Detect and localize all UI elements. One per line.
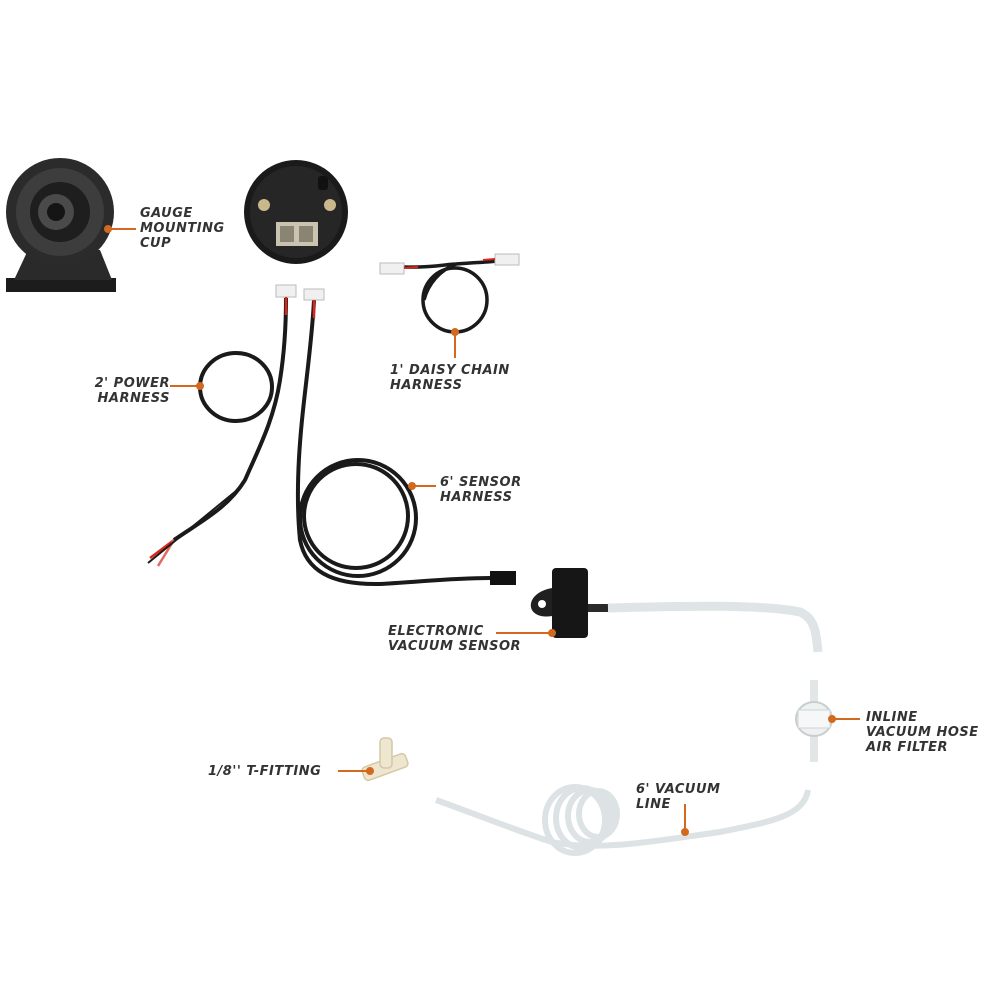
daisy-chain-connectors <box>379 253 520 275</box>
gauge-back-icon <box>244 160 348 264</box>
power-harness-cable-icon <box>147 297 288 567</box>
daisy-chain-cable-icon <box>403 258 506 334</box>
filter-icon <box>795 680 833 762</box>
power-connector <box>275 284 297 298</box>
t-fitting-icon <box>361 737 409 782</box>
t-fitting-label: 1/8'' T-FITTING <box>208 764 322 779</box>
sensor-harness-label: 6' SENSOR HARNESS <box>440 475 522 505</box>
air-filter-label: INLINE VACUUM HOSE AIR FILTER <box>866 710 979 755</box>
hose-coil-icon <box>435 784 811 856</box>
vacuum-sensor-label: ELECTRONIC VACUUM SENSOR <box>388 624 522 654</box>
sensor-icon <box>530 568 608 638</box>
sensor-harness-connector <box>303 288 325 301</box>
sensor-harness-cable-icon <box>295 299 491 587</box>
daisy-chain-label: 1' DAISY CHAIN HARNESS <box>390 363 510 393</box>
sensor-plug <box>490 571 516 585</box>
power-harness-label: 2' POWER HARNESS <box>94 376 170 406</box>
vacuum-line-label: 6' VACUUM LINE <box>636 782 721 812</box>
mounting-cup-icon <box>6 158 116 292</box>
mounting-cup-label: GAUGE MOUNTING CUP <box>140 206 225 251</box>
leader-lines <box>104 225 860 836</box>
sensor-hose-icon <box>607 601 823 653</box>
